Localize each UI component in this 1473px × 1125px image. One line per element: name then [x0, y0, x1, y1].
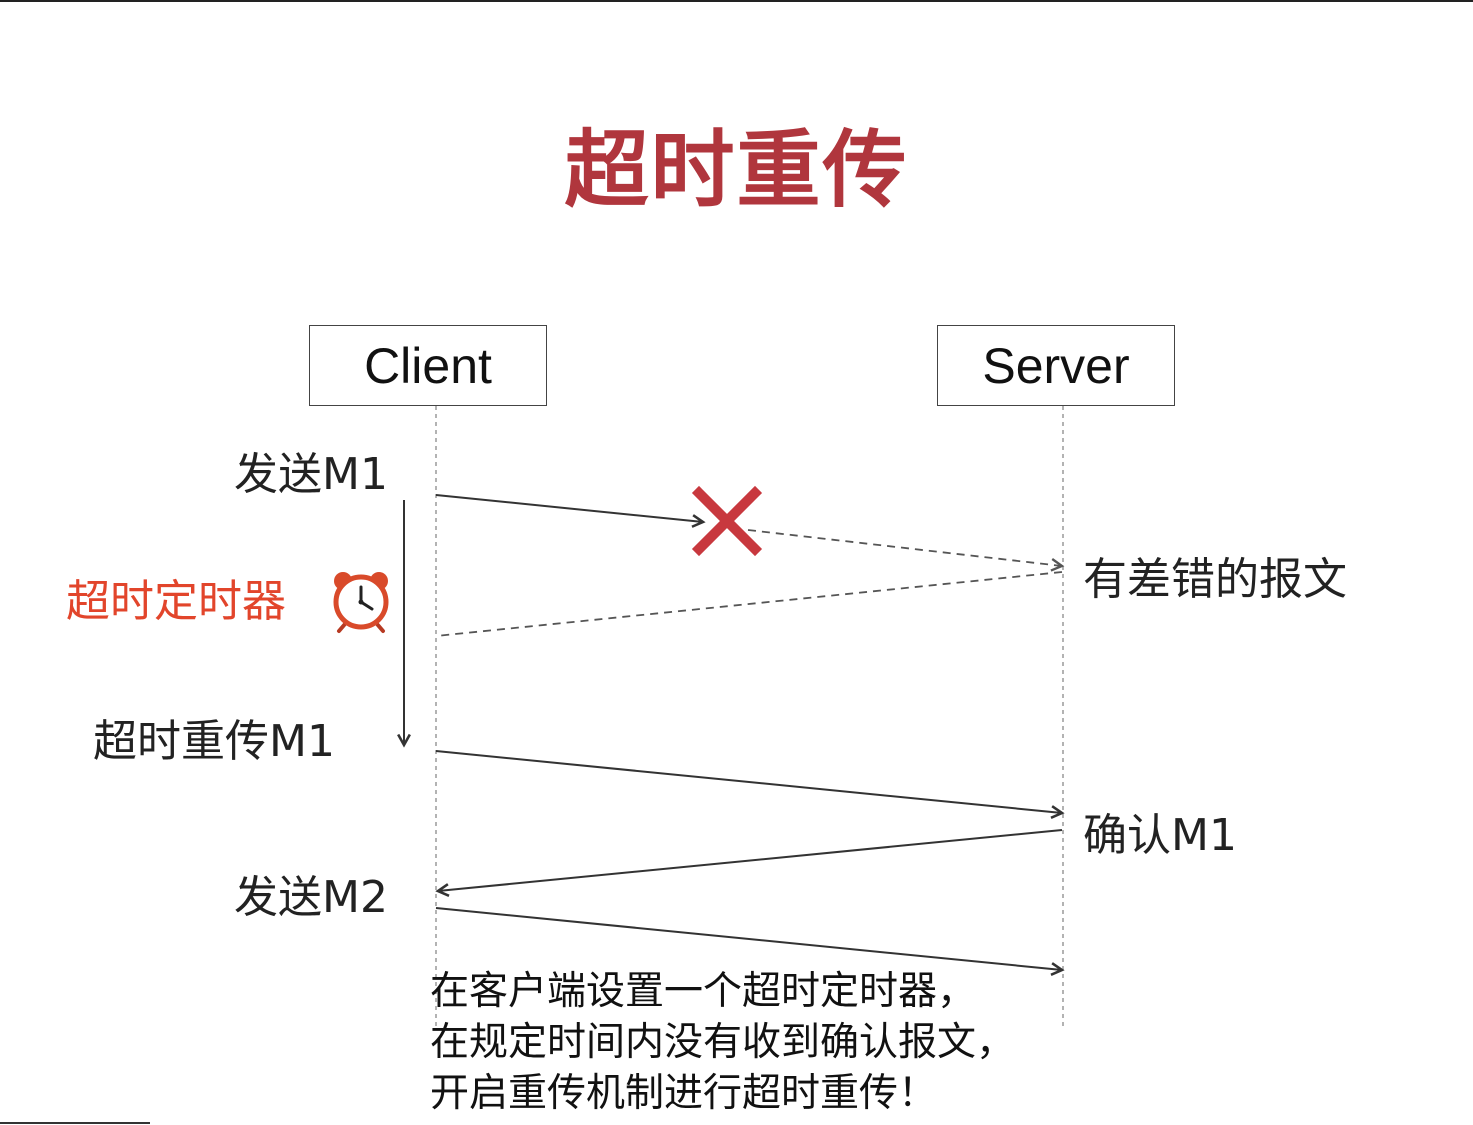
note-line-2: 在规定时间内没有收到确认报文，: [430, 1020, 1016, 1065]
server-actor-box: Server: [937, 325, 1175, 406]
top-border: [0, 0, 1473, 2]
ack-m1-arrow: [438, 829, 1063, 891]
send-m1-arrow: [435, 494, 703, 522]
send-m2-arrow: [435, 907, 1062, 970]
corrupt-packet-dashed-arrow: [747, 529, 1062, 566]
corrupt-packet-label: 有差错的报文: [1083, 554, 1347, 605]
page-title: 超时重传: [564, 121, 909, 219]
bottom-border: [0, 1122, 150, 1124]
timer-label: 超时定时器: [66, 576, 286, 627]
note-line-3: 开启重传机制进行超时重传！: [430, 1071, 938, 1116]
send-m2-label: 发送M2: [234, 872, 388, 923]
retransmit-m1-arrow: [435, 750, 1062, 813]
note-line-1: 在客户端设置一个超时定时器，: [430, 969, 977, 1014]
red-cross-icon: [691, 485, 763, 557]
retransmit-m1-label: 超时重传M1: [93, 716, 335, 767]
client-actor-box: Client: [309, 325, 547, 406]
corrupt-return-dashed-line: [435, 571, 1063, 637]
alarm-clock-icon: [333, 572, 389, 633]
explanation-note: 在客户端设置一个超时定时器， 在规定时间内没有收到确认报文， 开启重传机制进行超…: [430, 966, 1015, 1119]
send-m1-label: 发送M1: [234, 449, 388, 500]
ack-m1-label: 确认M1: [1083, 810, 1237, 861]
